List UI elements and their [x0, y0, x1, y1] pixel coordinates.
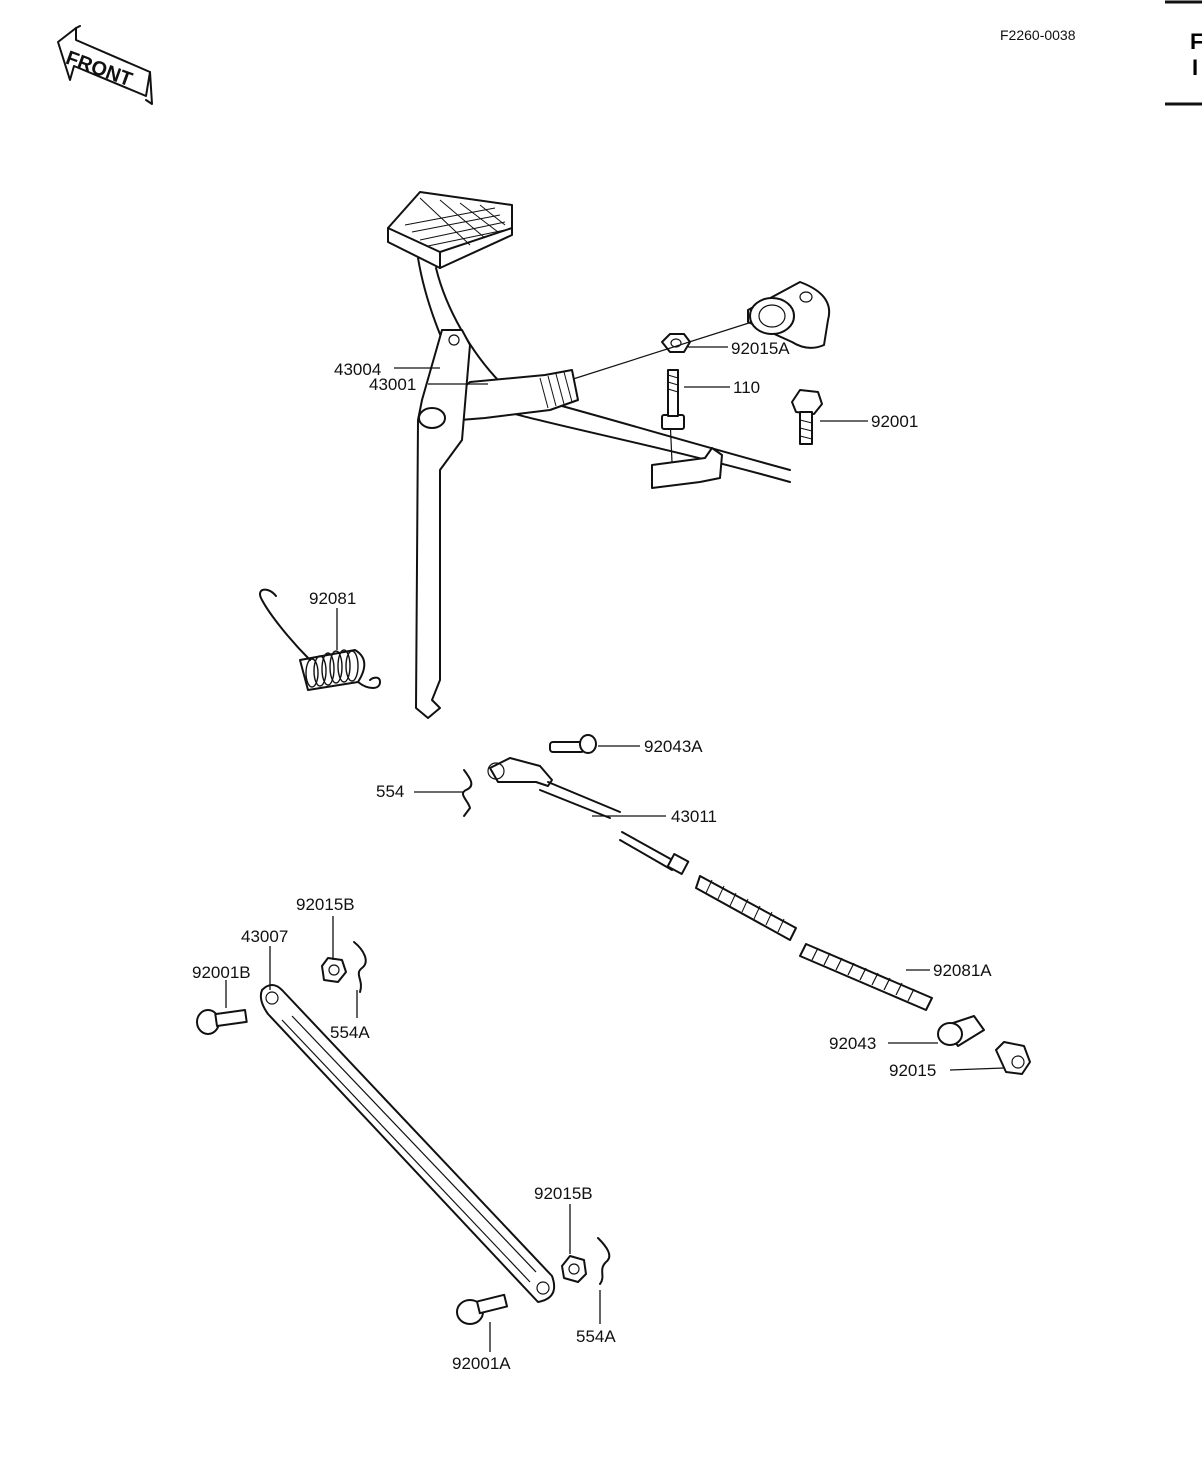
part-label-43011: 43011 — [671, 807, 718, 826]
document-code: F2260-0038 — [1000, 27, 1076, 43]
part-label-554: 554 — [376, 782, 405, 801]
part-label-92015: 92015 — [889, 1061, 937, 1080]
part-label-92081: 92081 — [309, 589, 357, 608]
leader-lines — [225, 346, 1005, 1352]
brake-pedal — [387, 191, 831, 489]
part-label-43001: 43001 — [369, 375, 417, 394]
cotter-pin-554A-bottom — [597, 1237, 611, 1285]
part-label-92001: 92001 — [871, 412, 919, 431]
bolt-92001B — [196, 1008, 248, 1035]
nut-92015B-bottom — [561, 1255, 587, 1283]
brake-shaft — [415, 321, 753, 719]
spring-92081A — [799, 943, 933, 1011]
pin-92043A — [549, 734, 597, 754]
bolt-92001A — [456, 1293, 509, 1325]
edge-mark-1: F — [1190, 29, 1202, 54]
part-label-92001A: 92001A — [452, 1354, 511, 1373]
part-label-110: 110 — [733, 378, 761, 397]
part-label-554A-bottom: 554A — [576, 1327, 616, 1346]
brake-rod — [487, 757, 690, 875]
threaded-rod — [695, 875, 797, 941]
joint-92043 — [937, 1015, 985, 1047]
part-label-92081A: 92081A — [933, 961, 992, 980]
part-label-92015B-top: 92015B — [296, 895, 355, 914]
part-label-92001B: 92001B — [192, 963, 251, 982]
part-label-92015B-bottom: 92015B — [534, 1184, 593, 1203]
part-label-92043A: 92043A — [644, 737, 703, 756]
part-label-92015A: 92015A — [731, 339, 790, 358]
spring-92081 — [259, 588, 381, 691]
cotter-pin-554A-top — [353, 941, 367, 993]
bolt-92001 — [791, 389, 823, 445]
link-43007 — [259, 984, 556, 1303]
cotter-pin-554 — [461, 769, 473, 817]
edge-mark-2: I — [1192, 55, 1199, 80]
nut-92015 — [995, 1041, 1031, 1075]
nut-92015B-top — [321, 957, 347, 983]
part-label-43007: 43007 — [241, 927, 289, 946]
part-label-554A-top: 554A — [330, 1023, 370, 1042]
part-label-92043: 92043 — [829, 1034, 877, 1053]
front-arrow-icon — [57, 25, 153, 105]
bolt-110 — [661, 369, 685, 430]
part-label-43004: 43004 — [334, 360, 382, 379]
